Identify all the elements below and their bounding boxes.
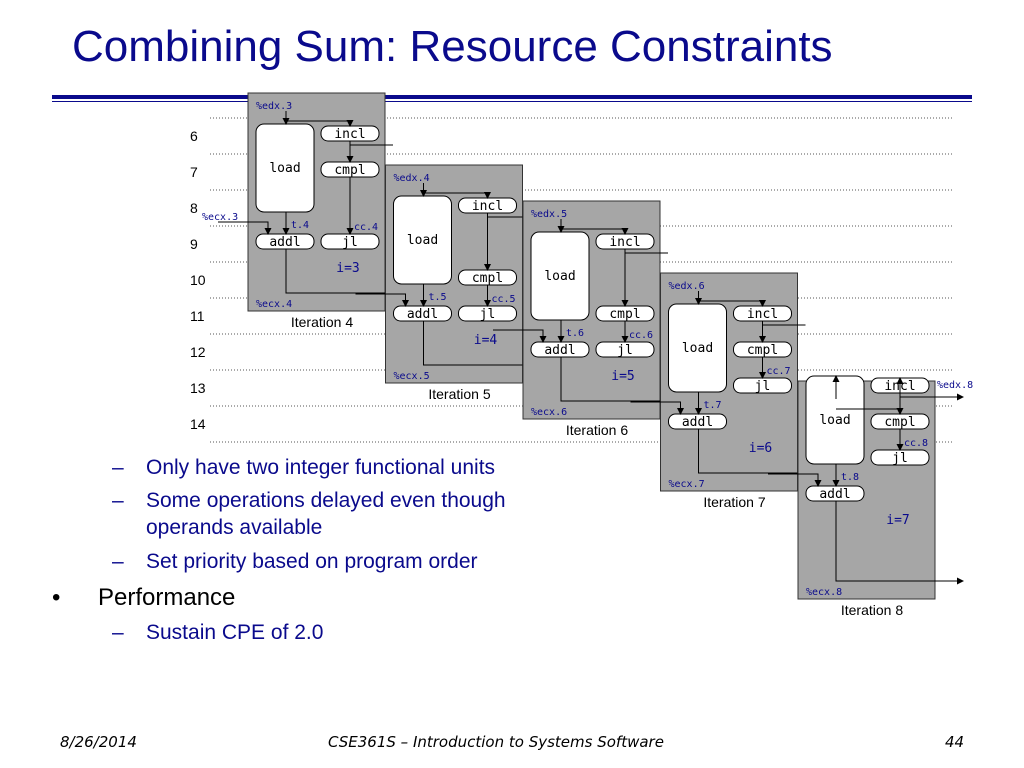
iteration-label: Iteration 4	[291, 314, 353, 330]
t-label: t.5	[429, 292, 447, 303]
ecx-in-arrow	[218, 221, 272, 235]
jl-op-label: jl	[892, 451, 908, 466]
ecx-out-label: %ecx.6	[531, 407, 567, 418]
edx-in-label: %edx.3	[256, 101, 292, 112]
edx-to-incl-arrow	[286, 120, 354, 127]
cmpl-op-label: cmpl	[472, 271, 503, 286]
ecx-out-arrow	[423, 321, 551, 366]
ecx-in-label: %ecx.3	[202, 212, 238, 223]
iteration-block: %edx.6 load incl cmpl addl jl t.7 cc.7 i=6 %ecx.7…	[630, 272, 826, 511]
t-label: t.6	[566, 328, 584, 339]
iteration-caption-bg	[830, 601, 912, 619]
ecx-out-arrow	[285, 249, 413, 294]
jl-op-label: jl	[480, 307, 496, 322]
cmpl-op-label: cmpl	[609, 307, 640, 322]
cc-label: cc.7	[767, 366, 791, 377]
title-divider-thin	[52, 101, 972, 102]
edx-to-incl-arrow	[561, 228, 629, 235]
load-label: load	[819, 413, 850, 428]
index-label: i=3	[336, 261, 359, 276]
index-label: i=4	[474, 333, 498, 348]
load-label: load	[682, 341, 713, 356]
ecx-out-arrow	[835, 501, 964, 585]
jl-op-label: jl	[755, 379, 771, 394]
addl-op-label: addl	[269, 235, 300, 250]
iteration-caption-bg	[417, 385, 500, 403]
cmpl-op-label: cmpl	[884, 415, 915, 430]
incl-op-label: incl	[747, 307, 778, 322]
load-label: load	[544, 269, 575, 284]
cycle-label: 14	[190, 416, 206, 432]
cycle-label: 7	[190, 164, 198, 180]
index-label: i=7	[886, 513, 909, 528]
iteration-caption-bg	[555, 421, 637, 439]
ecx-out-label: %ecx.5	[394, 371, 430, 382]
ecx-out-label: %ecx.7	[669, 479, 705, 490]
cc-label: cc.8	[904, 438, 928, 449]
incl-op-label: incl	[472, 199, 503, 214]
ecx-out-arrow	[698, 429, 826, 474]
cycle-label: 8	[190, 200, 198, 216]
edx-out-label: %edx.8	[937, 380, 973, 391]
footer-course: CSE361S – Introduction to Systems Softwa…	[328, 733, 664, 751]
iteration-label: Iteration 8	[841, 602, 903, 618]
load-label: load	[269, 161, 300, 176]
cmpl-op-label: cmpl	[747, 343, 778, 358]
ecx-in-arrow	[630, 401, 684, 415]
incl-op-label: incl	[609, 235, 640, 250]
footer-date: 8/26/2014	[60, 733, 137, 751]
edx-in-label: %edx.5	[531, 209, 567, 220]
jl-op-label: jl	[342, 235, 358, 250]
ecx-out-label: %ecx.4	[256, 299, 292, 310]
cycle-label: 9	[190, 236, 198, 252]
ecx-in-arrow	[493, 329, 547, 343]
iteration-caption-bg	[280, 313, 362, 331]
cc-label: cc.5	[492, 294, 516, 305]
addl-op-label: addl	[682, 415, 713, 430]
incl-op-label: incl	[334, 127, 365, 142]
cycle-label: 11	[190, 308, 205, 324]
iteration-block: %edx.5 load incl cmpl addl jl t.6 cc.6 i=5 %ecx.6…	[493, 200, 688, 439]
cycle-label: 10	[190, 272, 206, 288]
iteration-label: Iteration 6	[566, 422, 628, 438]
addl-op-label: addl	[407, 307, 438, 322]
ecx-in-arrow	[768, 473, 822, 487]
title-divider	[52, 95, 972, 99]
cycle-label: 13	[190, 380, 206, 396]
edx-in-label: %edx.6	[669, 281, 705, 292]
iteration-label: Iteration 7	[703, 494, 765, 510]
cc-label: cc.4	[354, 222, 378, 233]
ecx-in-arrow	[355, 293, 409, 307]
t-label: t.7	[704, 400, 722, 411]
ecx-out-arrow	[560, 357, 688, 402]
jl-op-label: jl	[617, 343, 633, 358]
cmpl-op-label: cmpl	[334, 163, 365, 178]
iteration-label: Iteration 5	[428, 386, 490, 402]
cycle-label: 12	[190, 344, 206, 360]
iteration-block: %edx.3 load incl cmpl addl jl t.4 cc.4 i=3 %ecx.4…	[202, 92, 413, 331]
cycle-label: 6	[190, 128, 198, 144]
addl-op-label: addl	[819, 487, 850, 502]
edx-to-incl-arrow	[698, 300, 766, 307]
page-title: Combining Sum: Resource Constraints	[72, 22, 833, 71]
ecx-out-label: %ecx.8	[806, 587, 842, 598]
iteration-caption-bg	[692, 493, 775, 511]
edx-in-label: %edx.4	[394, 173, 430, 184]
cc-label: cc.6	[629, 330, 653, 341]
t-label: t.4	[291, 220, 309, 231]
index-label: i=5	[611, 369, 634, 384]
index-label: i=6	[749, 441, 772, 456]
iteration-block: %edx.7loadinclcmpladdljlt.8cc.8i=7%ecx.8…	[768, 375, 973, 619]
addl-op-label: addl	[544, 343, 575, 358]
edx-to-incl-arrow	[423, 192, 491, 199]
footer-page-number: 44	[945, 733, 965, 751]
iteration-block: %edx.4 load incl cmpl addl jl t.5 cc.5 i=4 %ecx.5…	[355, 164, 551, 403]
load-label: load	[407, 233, 438, 248]
t-label: t.8	[841, 472, 859, 483]
